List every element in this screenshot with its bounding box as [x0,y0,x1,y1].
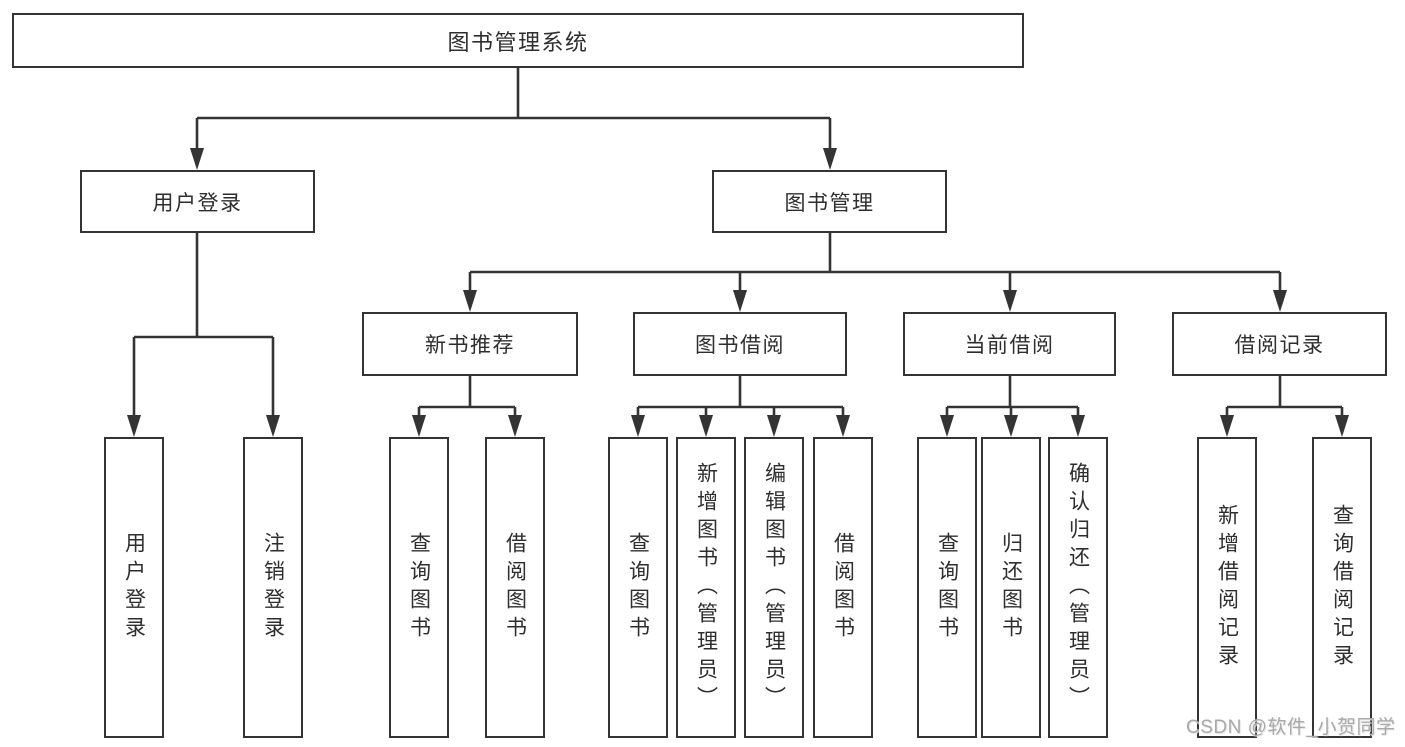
node-new-book-recommend: 新书推荐 [362,312,578,376]
leaf-cb-return-books-label: 归还图书 [999,531,1023,644]
leaf-bb-add-books-admin-label: 新增图书（管理员） [694,461,718,714]
leaf-logout: 注销登录 [243,437,303,738]
node-user-login: 用户登录 [80,170,315,233]
leaf-bb-borrow-books: 借阅图书 [813,437,873,738]
leaf-bb-query-books: 查询图书 [608,437,668,738]
leaf-cb-return-books: 归还图书 [981,437,1041,738]
leaf-nbr-query-books-label: 查询图书 [407,531,431,644]
node-current-borrowing-label: 当前借阅 [964,334,1055,357]
arrowhead-icon [1003,290,1017,312]
leaf-bb-borrow-books-label: 借阅图书 [831,531,855,644]
arrowhead-icon [127,415,141,437]
watermark: CSDN @软件_小贺同学 [1186,717,1396,738]
node-current-borrowing: 当前借阅 [903,312,1116,376]
arrowhead-icon [508,415,522,437]
arrowhead-icon [1335,415,1349,437]
leaf-br-add-record-label: 新增借阅记录 [1215,503,1239,672]
arrowhead-icon [1004,415,1018,437]
leaf-bb-edit-books-admin-label: 编辑图书（管理员） [762,461,786,714]
leaf-nbr-borrow-books: 借阅图书 [485,437,545,738]
leaf-cb-confirm-return-admin-label: 确认归还（管理员） [1066,461,1090,714]
leaf-cb-query-books: 查询图书 [917,437,977,738]
leaf-cb-query-books-label: 查询图书 [935,531,959,644]
leaf-bb-query-books-label: 查询图书 [626,531,650,644]
node-book-borrowing-label: 图书借阅 [695,334,785,357]
node-borrowing-records: 借阅记录 [1172,312,1387,376]
leaf-user-login-label: 用户登录 [122,531,146,644]
arrowhead-icon [767,415,781,437]
leaf-bb-edit-books-admin: 编辑图书（管理员） [744,437,804,738]
arrowhead-icon [412,415,426,437]
node-user-login-label: 用户登录 [152,191,243,215]
leaf-br-add-record: 新增借阅记录 [1197,437,1257,738]
arrowhead-icon [266,415,280,437]
leaf-logout-label: 注销登录 [261,531,285,644]
arrowhead-icon [190,148,204,170]
leaf-nbr-query-books: 查询图书 [389,437,449,738]
node-borrowing-records-label: 借阅记录 [1234,334,1325,357]
arrowhead-icon [733,290,747,312]
leaf-nbr-borrow-books-label: 借阅图书 [503,531,527,644]
arrowhead-icon [836,415,850,437]
leaf-user-login: 用户登录 [104,437,164,738]
leaf-bb-add-books-admin: 新增图书（管理员） [676,437,736,738]
arrowhead-icon [699,415,713,437]
arrowhead-icon [1071,415,1085,437]
node-new-book-recommend-label: 新书推荐 [425,334,515,357]
node-root-label: 图书管理系统 [447,29,589,55]
node-root: 图书管理系统 [12,13,1024,68]
node-book-management-label: 图书管理 [784,191,875,215]
arrowheads [127,148,1349,437]
leaf-br-query-record-label: 查询借阅记录 [1330,503,1354,672]
leaf-cb-confirm-return-admin: 确认归还（管理员） [1048,437,1108,738]
arrowhead-icon [1220,415,1234,437]
arrowhead-icon [631,415,645,437]
arrowhead-icon [940,415,954,437]
node-book-management: 图书管理 [712,170,947,233]
node-book-borrowing: 图书借阅 [633,312,847,376]
connector-paths [132,68,1344,418]
arrowhead-icon [1273,290,1287,312]
arrowhead-icon [823,148,837,170]
arrowhead-icon [463,290,477,312]
leaf-br-query-record: 查询借阅记录 [1312,437,1372,738]
